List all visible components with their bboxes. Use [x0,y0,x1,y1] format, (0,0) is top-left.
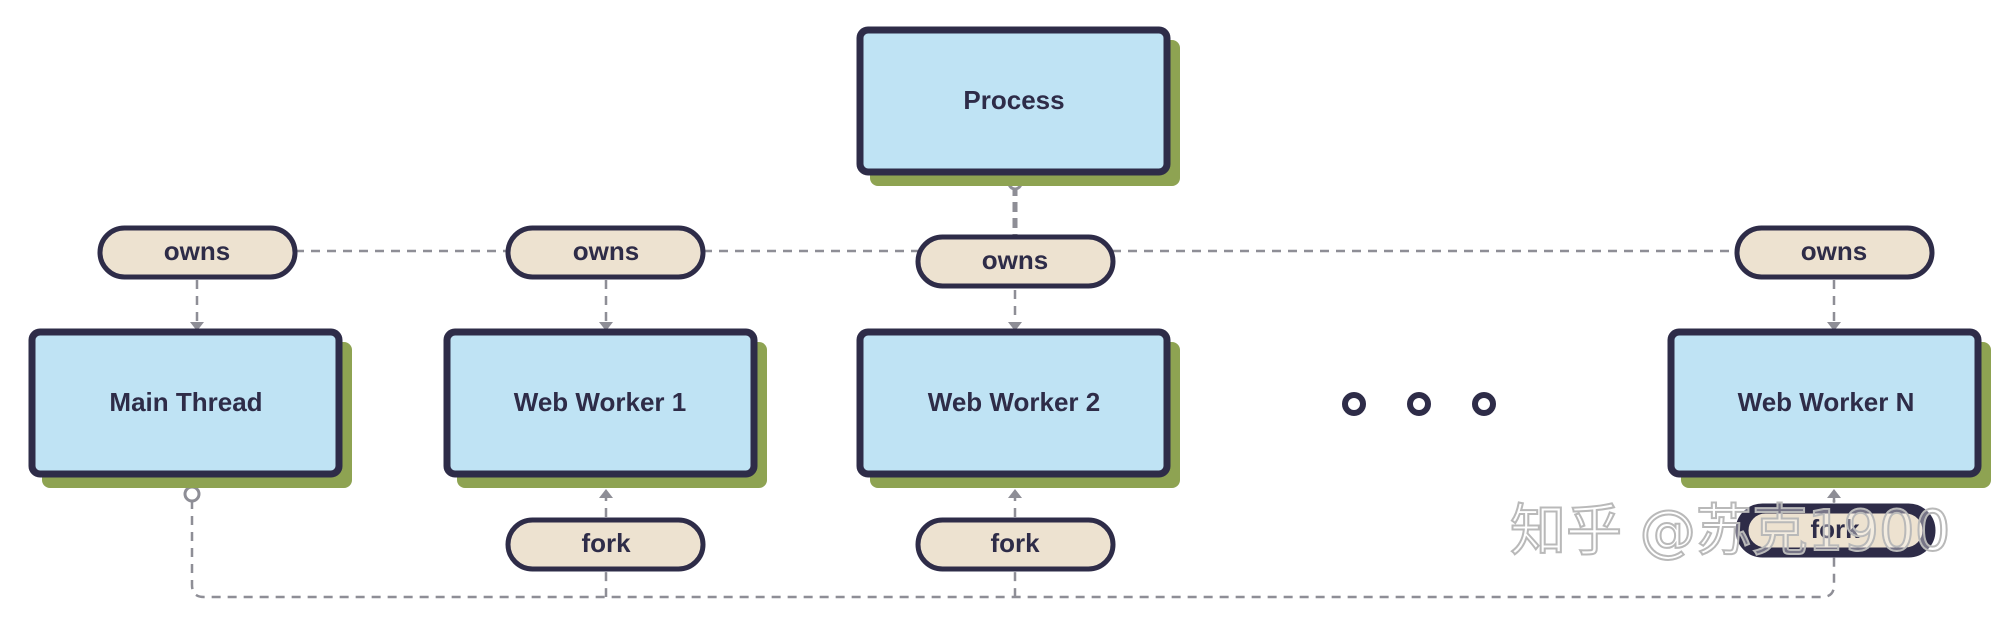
web-worker-1-label: Web Worker 1 [514,387,686,417]
fork-label: fork [990,528,1040,558]
fork-label: fork [581,528,631,558]
fork-pill-web-worker-2: fork [915,517,1116,572]
fork-pill-web-worker-n: fork [1735,503,1936,558]
fork-label: fork [1810,514,1860,544]
main-thread-node: Main Thread [28,328,352,488]
main-thread-label: Main Thread [109,387,262,417]
arrowhead [190,322,204,331]
web-worker-2-node: Web Worker 2 [856,328,1180,488]
owns-label: owns [1801,236,1867,266]
arrowhead [1827,322,1841,331]
fork-pill-web-worker-1: fork [505,517,706,572]
arrowhead [599,489,613,498]
web-worker-1-node: Web Worker 1 [443,328,767,488]
main-thread-connector-dot [183,485,201,503]
web-worker-n-node: Web Worker N [1667,328,1991,488]
owns-pill-web-worker-2: owns [915,234,1116,289]
arrowhead [1008,489,1022,498]
watermark: 知乎 @苏克1900 [1510,499,1950,564]
owns-label: owns [573,236,639,266]
arrowhead [1827,489,1841,498]
arrowhead [1008,322,1022,331]
web-worker-2-label: Web Worker 2 [928,387,1100,417]
web-worker-n-label: Web Worker N [1738,387,1915,417]
process-label: Process [963,85,1064,115]
fork-loop-connector [190,500,1836,599]
process-node: Process [856,26,1180,186]
owns-pill-web-worker-1: owns [505,225,706,280]
owns-pill-web-worker-n: owns [1734,225,1935,280]
ellipsis-icon [1342,392,1496,416]
owns-pill-main-thread: owns [97,225,298,280]
arrowhead [599,322,613,331]
owns-label: owns [982,245,1048,275]
owns-label: owns [164,236,230,266]
